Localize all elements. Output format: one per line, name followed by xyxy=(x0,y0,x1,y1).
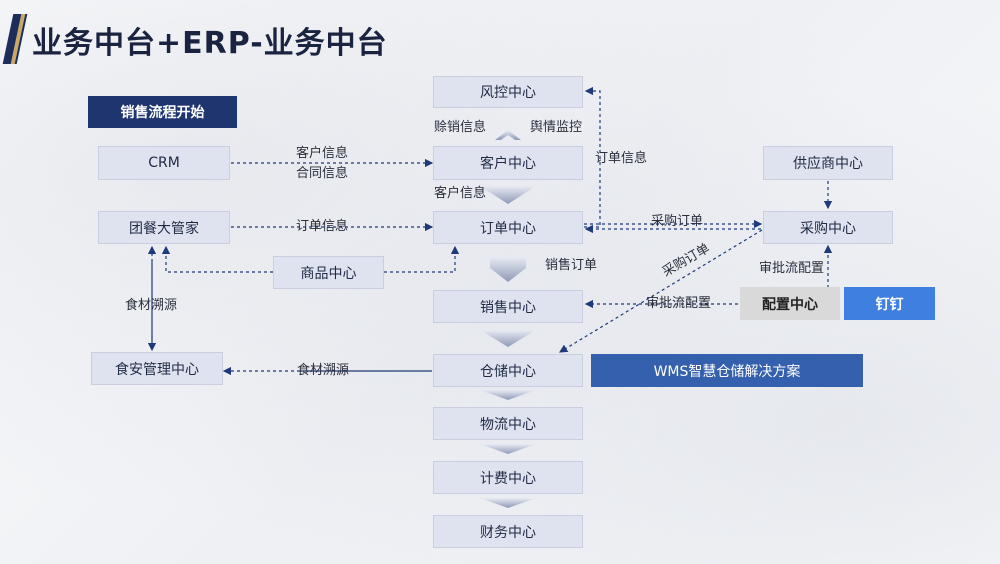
label-approval-config-right: 审批流配置 xyxy=(759,261,825,276)
label-credit-info: 赊销信息 xyxy=(434,120,487,135)
label-order-info-left: 订单信息 xyxy=(296,219,349,234)
edge-product-order xyxy=(384,245,460,273)
label-public-opinion: 舆情监控 xyxy=(530,120,583,135)
edge-product-groupmeal xyxy=(161,245,273,273)
label-sales-order: 销售订单 xyxy=(545,258,598,273)
node-sales-center[interactable]: 销售中心 xyxy=(433,290,583,323)
page-title: 业务中台+ERP-业务中台 xyxy=(32,26,388,61)
label-customer-info-down: 客户信息 xyxy=(434,186,487,201)
chevron-logistics-billing xyxy=(480,444,536,454)
node-product-center[interactable]: 商品中心 xyxy=(273,256,384,289)
chevron-risk-customer xyxy=(495,130,521,140)
node-group-meal[interactable]: 团餐大管家 xyxy=(98,211,230,244)
label-customer-info: 客户信息 xyxy=(296,146,349,161)
node-billing-center[interactable]: 计费中心 xyxy=(433,461,583,494)
edge-purchase-warehouse xyxy=(558,229,763,353)
node-food-safety[interactable]: 食安管理中心 xyxy=(91,352,223,385)
node-customer-center[interactable]: 客户中心 xyxy=(433,146,583,180)
chevron-sales-warehouse xyxy=(480,330,536,347)
chevron-billing-finance xyxy=(480,498,536,508)
node-logistics-center[interactable]: 物流中心 xyxy=(433,407,583,440)
label-ingredient-trace-vertical: 食材溯源 xyxy=(125,298,178,313)
node-order-center[interactable]: 订单中心 xyxy=(433,211,583,244)
node-config-center[interactable]: 配置中心 xyxy=(740,287,840,320)
node-warehouse-center[interactable]: 仓储中心 xyxy=(433,354,583,387)
node-crm[interactable]: CRM xyxy=(98,146,230,180)
start-label: 销售流程开始 xyxy=(88,96,237,128)
chevron-warehouse-logistics xyxy=(480,390,536,400)
node-supplier-center[interactable]: 供应商中心 xyxy=(763,146,893,180)
label-ingredient-trace-horizontal: 食材溯源 xyxy=(297,363,350,378)
node-purchase-center[interactable]: 采购中心 xyxy=(763,211,893,244)
node-dingtalk[interactable]: 钉钉 xyxy=(844,287,935,320)
label-contract-info: 合同信息 xyxy=(296,166,349,181)
chevron-order-sales xyxy=(490,257,526,282)
node-finance-center[interactable]: 财务中心 xyxy=(433,515,583,548)
node-wms-solution[interactable]: WMS智慧仓储解决方案 xyxy=(591,354,863,387)
chevron-customer-order xyxy=(480,186,536,204)
node-risk-center[interactable]: 风控中心 xyxy=(433,76,583,108)
label-approval-config-left: 审批流配置 xyxy=(646,296,712,311)
label-order-info-right: 订单信息 xyxy=(595,151,648,166)
label-purchase-order-top: 采购订单 xyxy=(651,214,704,229)
